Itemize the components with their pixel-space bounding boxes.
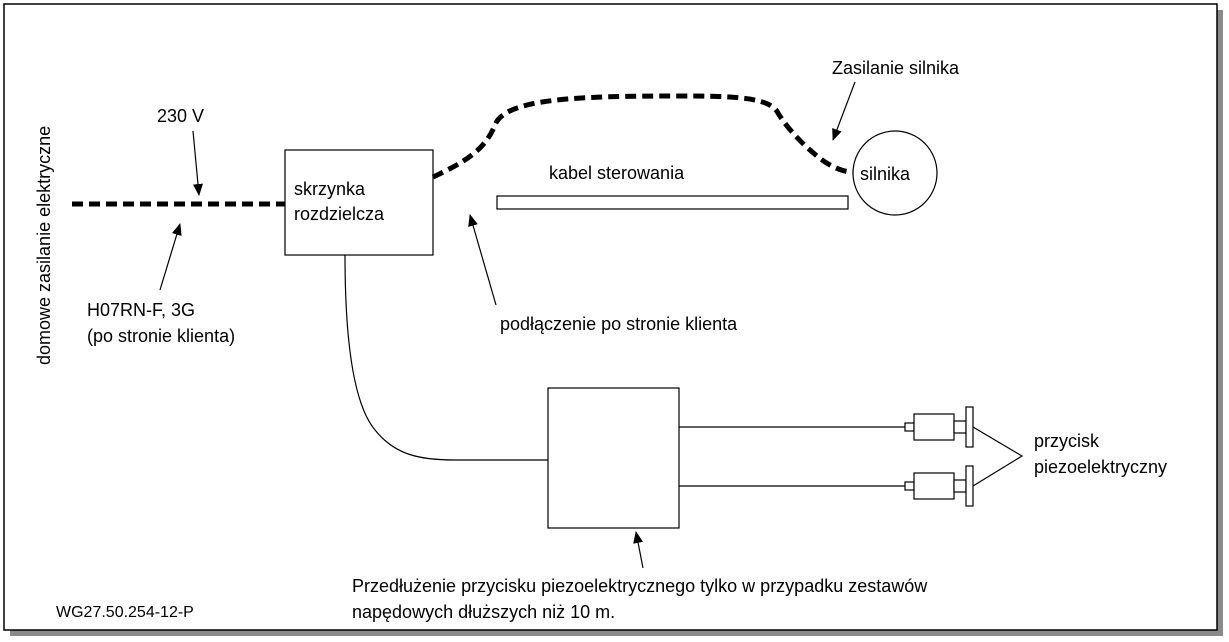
cable-type-arrow [159,223,182,291]
drawing-code: WG27.50.254-12-P [56,604,194,621]
extension-note-continued: napędowych dłuższych niż 10 m. [352,602,615,622]
motor-power-arrow [832,81,856,141]
household-power-label: domowe zasilanie elektryczne [34,126,54,365]
button-pointer [972,426,1024,487]
piezo-button-icon [904,465,974,507]
cable-type-sublabel: (po stronie klienta) [87,326,235,346]
voltage-arrow [192,130,203,196]
extension-note: Przedłużenie przycisku piezoelektryczneg… [352,576,928,596]
motor-label: silnika [860,164,911,184]
extension-box [547,387,680,529]
motor-power-label: Zasilanie silnika [832,58,960,78]
piezo-button-label: przycisk [1034,431,1100,451]
cable-type-label: H07RN-F, 3G [87,300,195,320]
junction-box-label: skrzynka [294,179,366,199]
extension-note-arrow [633,531,644,569]
junction-box [284,149,434,256]
piezo-button-sublabel: piezoelektryczny [1034,457,1167,477]
control-cable-label: kabel sterowania [549,163,685,183]
customer-connection-arrow [468,214,497,306]
motor-power-cable [431,93,854,180]
customer-connection-label: podłączenie po stronie klienta [500,314,738,334]
motor-circle [852,130,938,216]
extension-cable [344,254,548,461]
voltage-label: 230 V [157,106,204,126]
junction-box-sublabel: rozdzielcza [294,204,385,224]
control-cable [496,195,849,210]
